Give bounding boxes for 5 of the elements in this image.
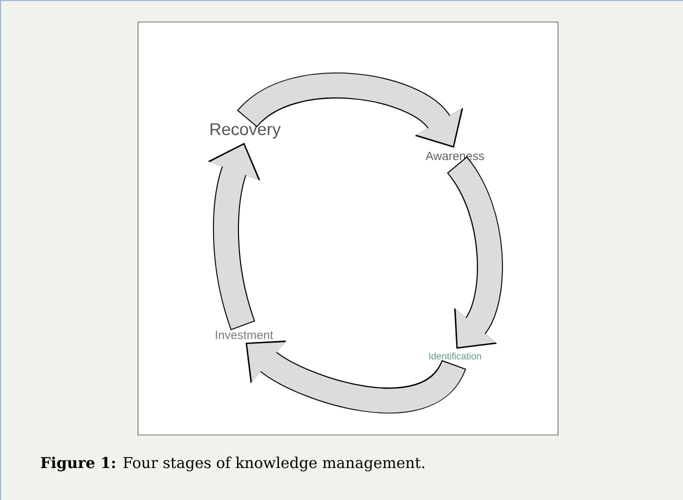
stage-label: Awareness (426, 152, 484, 160)
stage-label: Identification (429, 352, 481, 360)
stage-label: Investment (216, 330, 274, 340)
figure-caption: Figure 1: Four stages of knowledge management. (40, 456, 424, 472)
stage-label: Recovery (210, 123, 281, 139)
